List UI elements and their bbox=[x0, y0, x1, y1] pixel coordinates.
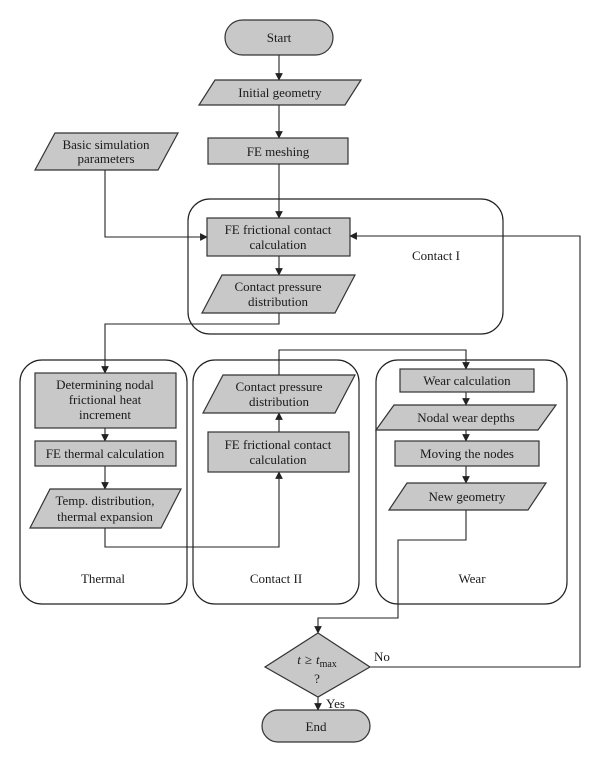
edge-params-to-contact bbox=[104, 170, 208, 241]
decision-subscript: max bbox=[320, 659, 337, 670]
group-contact-2 bbox=[192, 359, 360, 605]
edge-label-no: No bbox=[374, 649, 390, 664]
pressure-1-io bbox=[201, 274, 356, 314]
wear-calculation-process bbox=[399, 368, 535, 393]
decision-operator: ≥ bbox=[305, 652, 312, 667]
decision-diamond bbox=[263, 632, 372, 698]
fe-contact-1-label-2: calculation bbox=[249, 237, 307, 252]
group-label-thermal: Thermal bbox=[81, 571, 125, 586]
edge-pressure-2-to-wear bbox=[278, 349, 470, 375]
decision-rhs: t bbox=[316, 652, 320, 667]
basic-params-label-1: Basic simulation bbox=[62, 137, 150, 152]
nodal-heat-label-2: frictional heat bbox=[69, 392, 142, 407]
group-wear bbox=[375, 359, 568, 605]
basic-params-io bbox=[33, 132, 180, 171]
decision-variable: t bbox=[297, 652, 301, 667]
edge-no-loop bbox=[349, 232, 581, 668]
pressure-2-io bbox=[202, 374, 356, 414]
fe-contact-2-label-2: calculation bbox=[249, 452, 307, 467]
start-terminal bbox=[224, 19, 334, 56]
nodal-heat-label-3: increment bbox=[79, 407, 131, 422]
nodal-heat-process bbox=[34, 372, 177, 429]
temp-distribution-io bbox=[29, 488, 182, 529]
group-label-wear: Wear bbox=[458, 571, 486, 586]
fe-contact-1-label-1: FE frictional contact bbox=[225, 222, 332, 237]
fe-meshing-label: FE meshing bbox=[247, 144, 310, 159]
group-label-contact-1: Contact I bbox=[412, 248, 460, 263]
fe-contact-2-process bbox=[207, 431, 350, 473]
nodal-wear-io bbox=[374, 404, 558, 431]
fe-contact-2-label-1: FE frictional contact bbox=[225, 437, 332, 452]
edge-pressure-to-nodal-heat bbox=[101, 313, 280, 374]
pressure-2-label-1: Contact pressure bbox=[235, 379, 322, 394]
edge-new-geometry-to-decision bbox=[314, 510, 467, 634]
nodal-wear-label: Nodal wear depths bbox=[417, 410, 514, 425]
initial-geometry-io bbox=[197, 79, 363, 106]
edge-temp-to-contact-2 bbox=[104, 471, 283, 548]
decision-question-mark: ? bbox=[314, 671, 320, 686]
temp-distribution-label-2: thermal expansion bbox=[57, 509, 153, 524]
group-label-contact-2: Contact II bbox=[250, 571, 302, 586]
start-label: Start bbox=[267, 30, 292, 45]
end-terminal bbox=[261, 709, 371, 743]
wear-calculation-label: Wear calculation bbox=[423, 373, 511, 388]
new-geometry-io bbox=[387, 482, 548, 511]
group-contact-1 bbox=[187, 198, 504, 335]
end-label: End bbox=[306, 719, 327, 734]
new-geometry-label: New geometry bbox=[429, 489, 506, 504]
initial-geometry-label: Initial geometry bbox=[238, 85, 322, 100]
pressure-1-label-1: Contact pressure bbox=[234, 279, 321, 294]
temp-distribution-label-1: Temp. distribution, bbox=[55, 493, 154, 508]
group-thermal bbox=[19, 359, 188, 605]
fe-thermal-process bbox=[34, 440, 177, 467]
fe-meshing-process bbox=[207, 137, 349, 165]
moving-nodes-label: Moving the nodes bbox=[420, 446, 514, 461]
basic-params-label-2: parameters bbox=[77, 151, 134, 166]
fe-thermal-label: FE thermal calculation bbox=[46, 446, 165, 461]
fe-contact-1-process bbox=[206, 217, 351, 257]
decision-condition: t≥tmax bbox=[297, 652, 337, 670]
moving-nodes-process bbox=[394, 440, 540, 467]
pressure-2-label-2: distribution bbox=[249, 394, 309, 409]
nodal-heat-label-1: Determining nodal bbox=[56, 377, 154, 392]
edge-label-yes: Yes bbox=[326, 696, 345, 711]
pressure-1-label-2: distribution bbox=[248, 294, 308, 309]
